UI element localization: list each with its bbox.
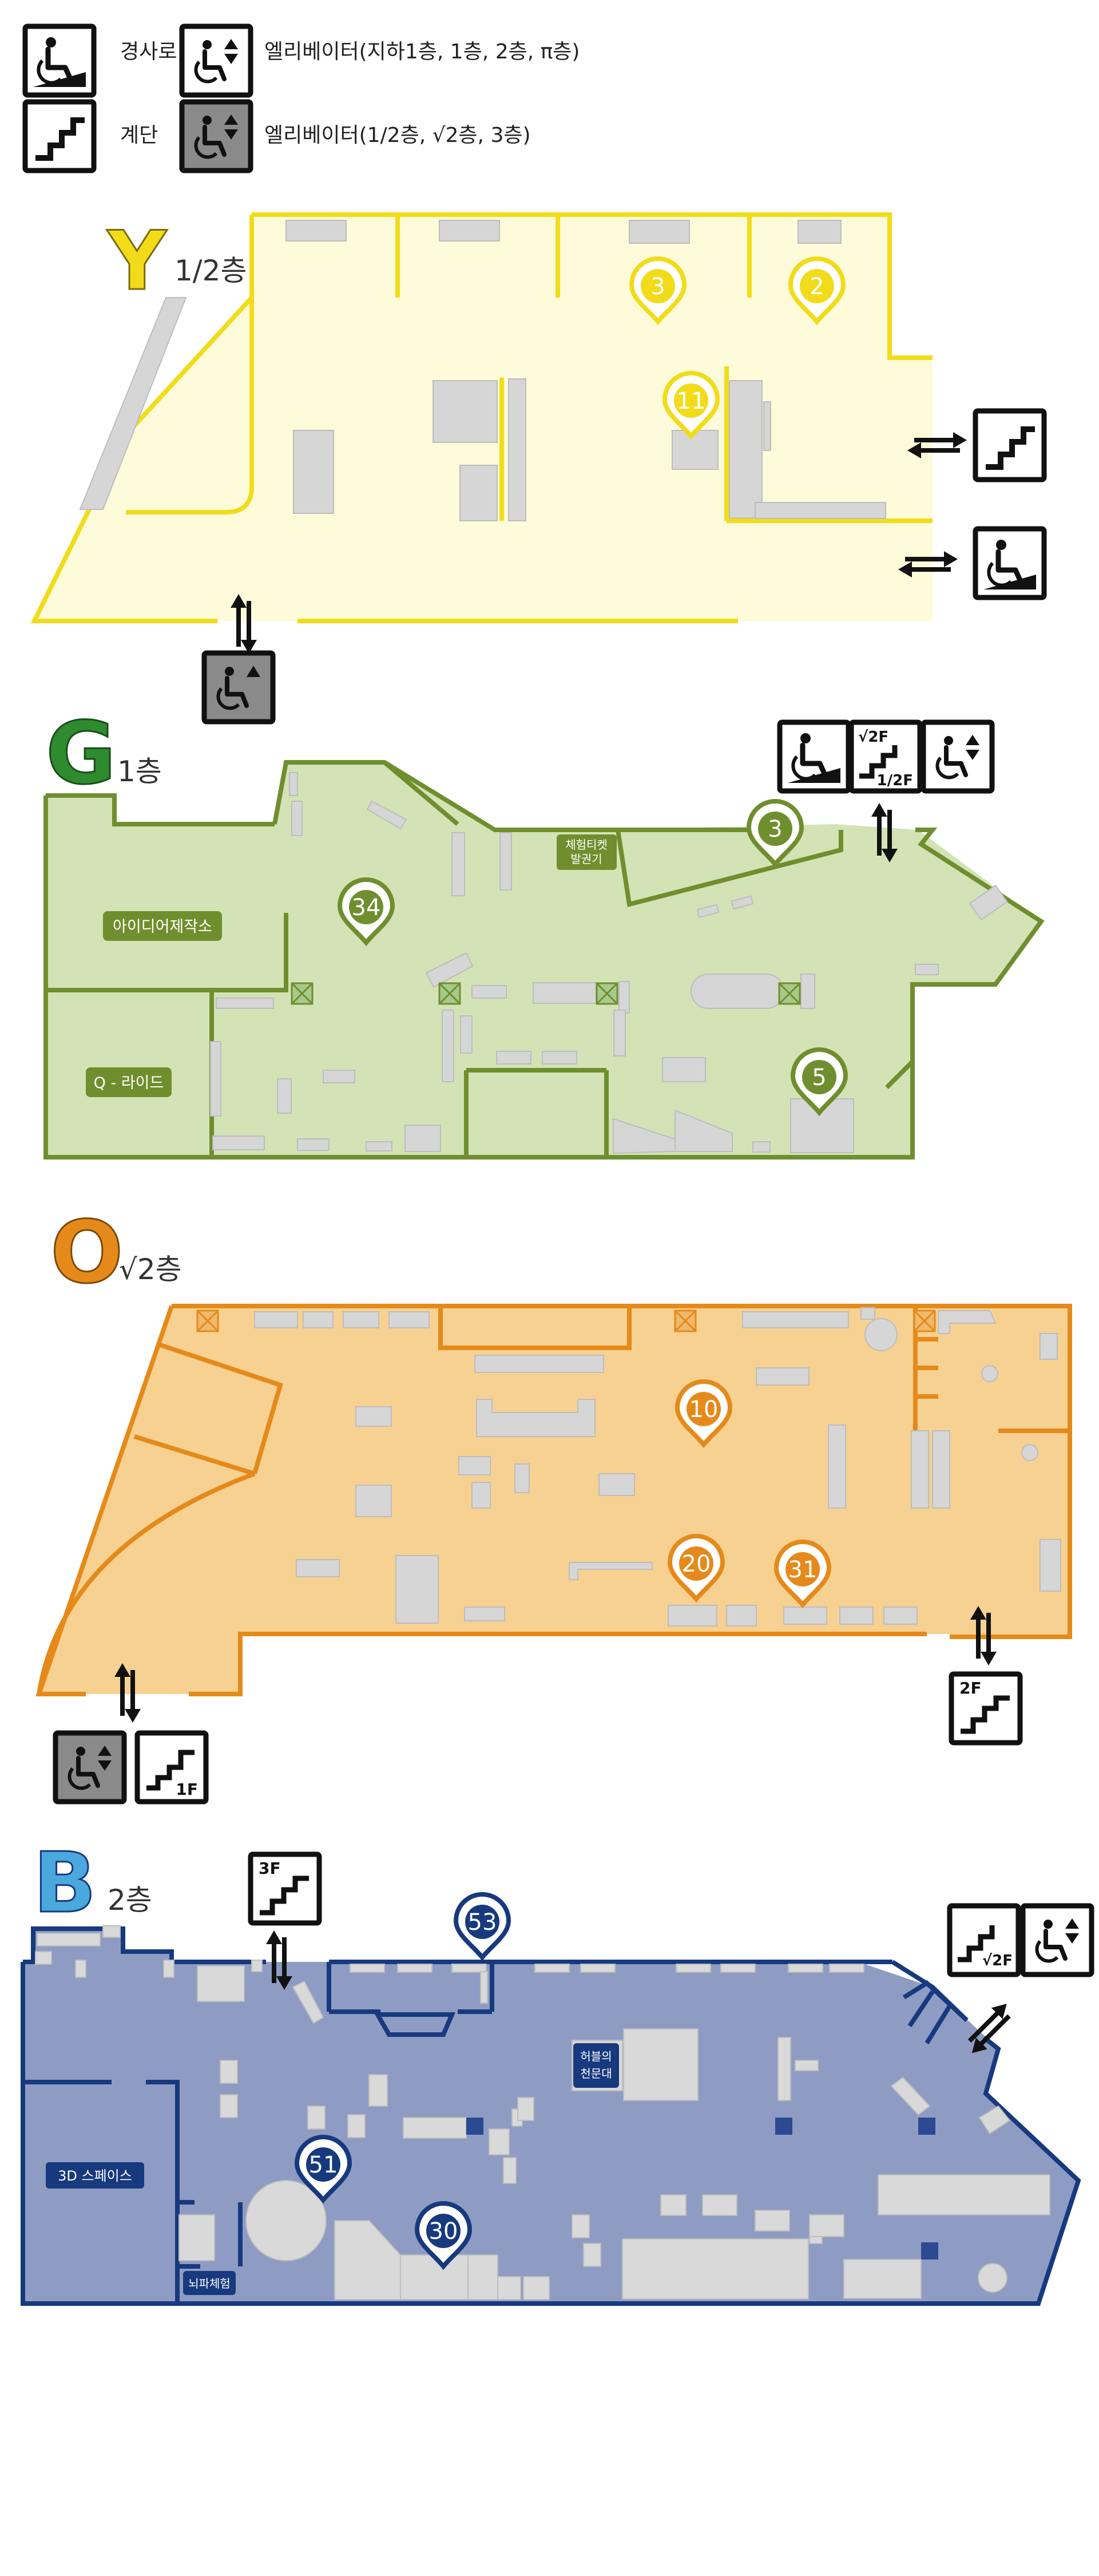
floor-o: O √2층 <box>35 1202 1072 1805</box>
marker-number: 10 <box>689 1396 719 1423</box>
floor-y-name: 1/2층 <box>174 254 247 287</box>
ramp-icon <box>25 26 94 95</box>
ramp-icon <box>780 722 848 791</box>
elevator-gray-icon <box>204 653 273 722</box>
marker-number: 3 <box>650 274 665 300</box>
elevator-icon <box>923 722 992 791</box>
floor-o-name: √2층 <box>119 1253 182 1286</box>
map-pin-icon[interactable]: 2 <box>791 259 843 322</box>
stair-badge-label: 2F <box>959 1679 982 1697</box>
elevator-gray-icon <box>55 1733 124 1802</box>
stairs-icon <box>25 102 94 171</box>
room-3d-space: 3D 스페이스 <box>58 2168 132 2184</box>
room-brainwave: 뇌파체험 <box>188 2277 231 2290</box>
legend-elevator-sub-label: 엘리베이터(1/2층, √2층, 3층) <box>264 124 531 147</box>
stairs-icon: 3F <box>248 1851 322 1926</box>
map-pin-icon[interactable]: 53 <box>456 1894 509 1957</box>
map-pin-icon[interactable]: 5 <box>793 1050 846 1113</box>
marker-number: 30 <box>429 2218 458 2245</box>
marker-number: 51 <box>309 2152 338 2178</box>
marker-number: 11 <box>677 388 706 414</box>
marker-number: 34 <box>352 895 381 921</box>
map-pin-icon[interactable]: 51 <box>297 2137 350 2200</box>
marker-number: 3 <box>768 816 782 842</box>
stairs-icon <box>975 411 1044 480</box>
floor-g-name: 1층 <box>117 755 162 788</box>
stairs-icon: √2F 1/2F <box>848 719 923 794</box>
stair-badge-label: √2F <box>982 1952 1013 1969</box>
map-pin-icon[interactable]: 3 <box>749 801 802 864</box>
room-idea-lab: 아이디어제작소 <box>113 918 212 936</box>
stair-down-label: 1/2F <box>877 772 913 789</box>
ticket-machine <box>557 834 617 870</box>
marker-number: 5 <box>812 1065 826 1091</box>
marker-number: 53 <box>468 1909 497 1936</box>
room-label <box>86 1067 172 1097</box>
floor-g-letter: G <box>46 704 116 804</box>
ramp-icon <box>975 529 1044 597</box>
floor-y-letter: Y <box>106 214 168 308</box>
arrow-updown-icon <box>967 2004 1011 2053</box>
stairs-icon: 1F <box>134 1730 209 1805</box>
floor-o-letter: O <box>50 1203 124 1303</box>
ticket-line1: 체험티켓 <box>565 838 608 852</box>
floor-b: B 2층 <box>21 1834 1092 2306</box>
elevator-icon <box>182 26 251 95</box>
stairs-icon: 2F <box>949 1671 1023 1746</box>
map-pin-icon[interactable]: 10 <box>677 1382 730 1445</box>
map-pin-icon[interactable]: 34 <box>340 880 392 943</box>
elevator-icon <box>1023 1906 1092 1974</box>
observatory-line1: 허블의 <box>580 2049 612 2063</box>
observatory-line2: 천문대 <box>580 2067 612 2080</box>
elevator-gray-icon <box>182 102 251 171</box>
room-label <box>46 2162 144 2189</box>
map-pin-icon[interactable]: 30 <box>417 2203 470 2266</box>
map-pin-icon[interactable]: 11 <box>665 373 717 436</box>
floor-b-name: 2층 <box>108 1883 152 1917</box>
room-label <box>103 911 222 941</box>
room-q-ride: Q - 라이드 <box>94 1074 164 1092</box>
map-pin-icon[interactable]: 3 <box>632 259 684 322</box>
ticket-line2: 발권기 <box>570 852 602 866</box>
floor-y: Y 1/2층 <box>30 212 1044 722</box>
marker-number: 31 <box>788 1557 818 1583</box>
stair-badge-label: 3F <box>259 1859 281 1878</box>
legend-ramp-label: 경사로 <box>120 40 177 64</box>
observatory-label <box>573 2043 619 2088</box>
room-label <box>183 2271 236 2295</box>
marker-number: 2 <box>810 274 824 300</box>
stairs-icon: √2F <box>947 1903 1021 1977</box>
legend-stairs-label: 계단 <box>120 124 158 147</box>
legend: 경사로 엘리베이터(지하1층, 1층, 2층, π층) 계단 엘리베이터(1/2… <box>25 26 580 171</box>
stair-badge-label: 1F <box>176 1780 198 1799</box>
legend-elevator-main-label: 엘리베이터(지하1층, 1층, 2층, π층) <box>264 40 580 64</box>
stair-up-label: √2F <box>858 729 888 746</box>
floor-b-letter: B <box>33 1835 97 1932</box>
map-pin-icon[interactable]: 31 <box>776 1542 829 1605</box>
marker-number: 20 <box>682 1551 711 1577</box>
map-pin-icon[interactable]: 20 <box>670 1536 723 1599</box>
floor-g: G 1층 <box>43 703 1045 1160</box>
